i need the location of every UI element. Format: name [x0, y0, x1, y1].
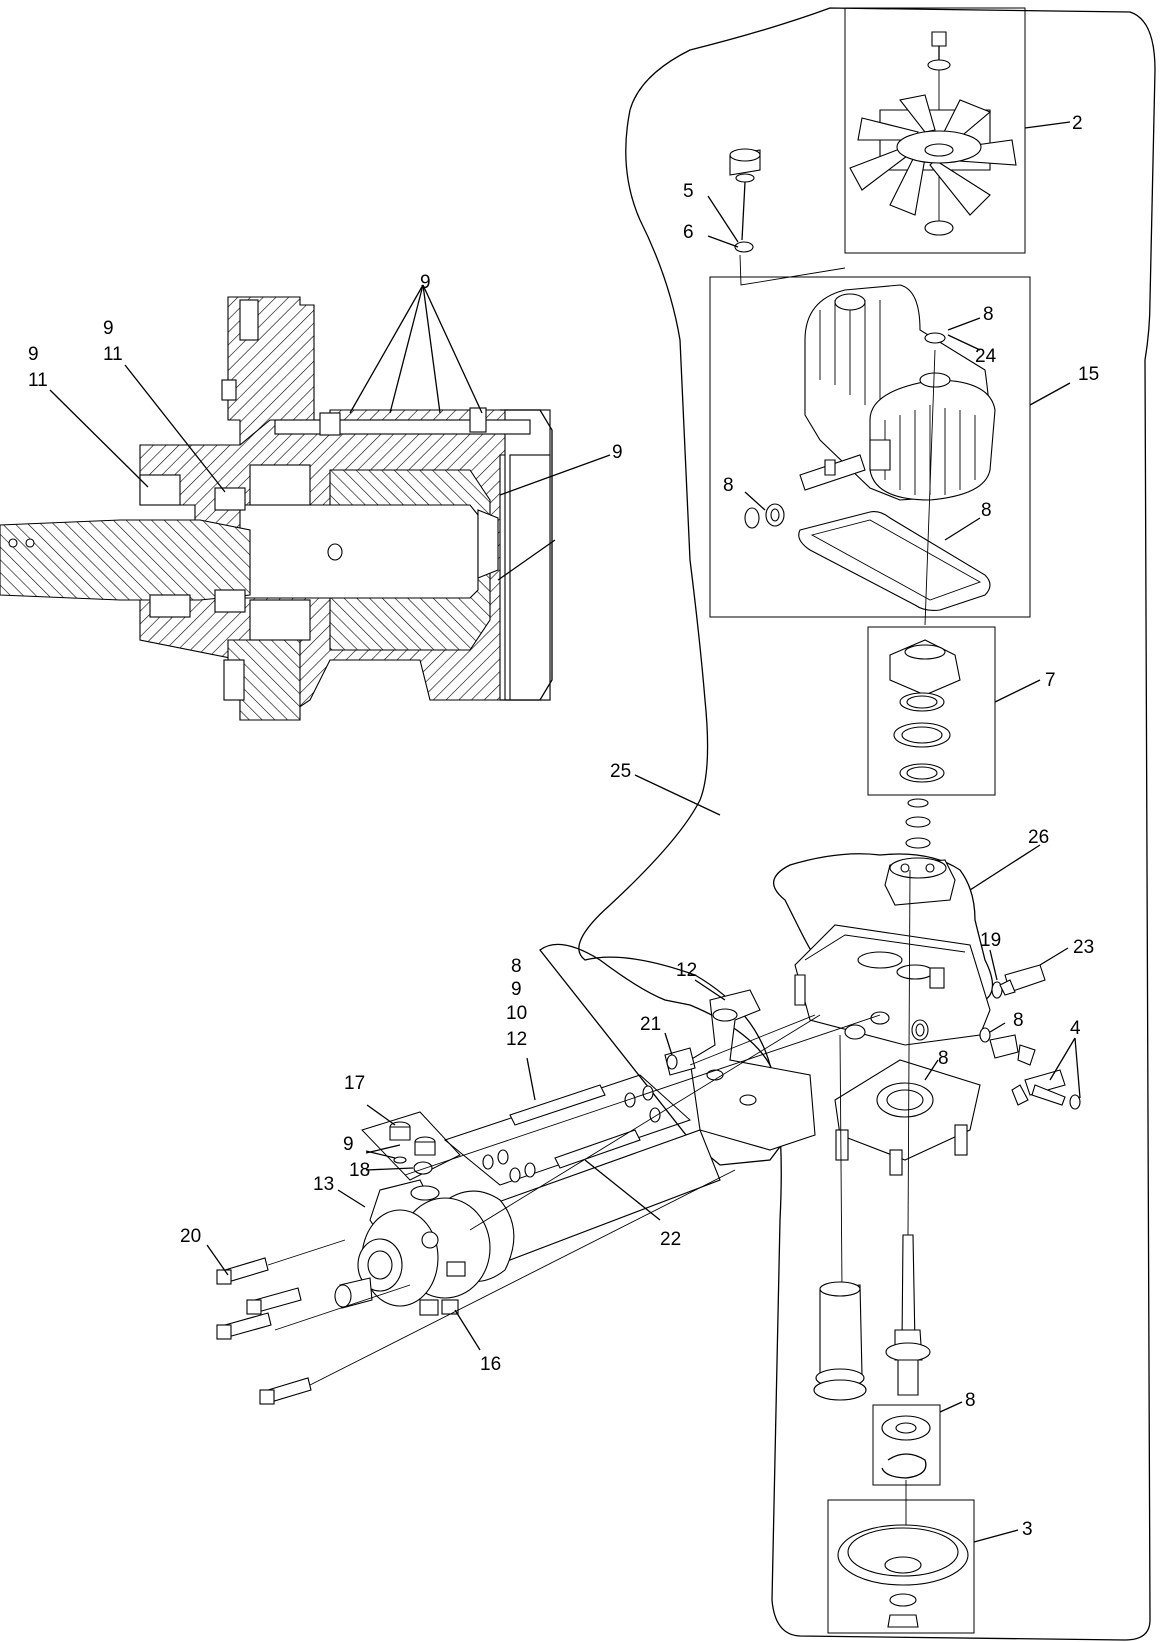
- callout-19: 19: [980, 930, 1001, 951]
- callout-21: 21: [640, 1014, 661, 1035]
- dipstick: [729, 148, 846, 286]
- callout-8: 8: [723, 475, 734, 496]
- callout-7: 7: [1045, 670, 1056, 691]
- housing-box: [709, 276, 1031, 618]
- section-leaders: [49, 284, 611, 581]
- assembly-lines: [404, 1014, 881, 1231]
- callout-20: 20: [180, 1226, 201, 1247]
- input-shaft: [885, 1234, 931, 1396]
- callout-9: 9: [511, 979, 522, 1000]
- check-valve-box: [361, 1111, 461, 1181]
- pulley-box: [827, 1499, 975, 1634]
- section-callout-9: 9: [612, 442, 623, 463]
- fan-box: [844, 7, 1026, 254]
- callout-4: 4: [1070, 1018, 1081, 1039]
- callout-18: 18: [349, 1160, 370, 1181]
- cooling-fan: [849, 31, 1017, 236]
- section-callout-9: 9: [420, 272, 431, 293]
- callout-8: 8: [511, 956, 522, 977]
- callout-2: 2: [1072, 113, 1083, 134]
- bearing-box: [872, 1404, 941, 1486]
- callout-3: 3: [1022, 1519, 1033, 1540]
- callout-10: 10: [506, 1003, 527, 1024]
- assembly-outline-25: [578, 7, 1156, 1641]
- thrust-bearing-stack: [889, 639, 961, 783]
- section-callout-9: 9: [103, 318, 114, 339]
- callout-23: 23: [1073, 937, 1094, 958]
- center-section: [794, 924, 991, 1046]
- callout-8: 8: [965, 1390, 976, 1411]
- control-parts: [979, 964, 1081, 1110]
- drive-pulley: [837, 1480, 969, 1628]
- callout-12: 12: [676, 960, 697, 981]
- filter-cartridge: [813, 1281, 867, 1401]
- mounting-bracket-12: [689, 989, 816, 1151]
- callout-24: 24: [975, 346, 997, 367]
- hydraulic-motor: [334, 1129, 721, 1316]
- bearing-and-snap-ring: [881, 1415, 931, 1479]
- callout-22: 22: [660, 1229, 681, 1250]
- block-box: [867, 626, 996, 796]
- callout-labels: 2 5 6 8 24 15 8 8 7 25 26 19 23 8 4 8 12…: [28, 113, 1099, 1540]
- callout-12: 12: [506, 1029, 527, 1050]
- lower-plate: [834, 869, 981, 1291]
- callout-15: 15: [1078, 364, 1099, 385]
- transmission-section-view: [0, 296, 553, 721]
- callout-16: 16: [480, 1354, 501, 1375]
- section-callout-11: 11: [28, 370, 48, 391]
- cap-screws: [216, 1169, 736, 1405]
- check-valves: [389, 1121, 436, 1175]
- section-callout-11: 11: [103, 344, 123, 365]
- callout-17: 17: [344, 1073, 365, 1094]
- callout-8: 8: [1013, 1010, 1024, 1031]
- callout-6: 6: [683, 222, 694, 243]
- callout-25: 25: [610, 761, 631, 782]
- callout-5: 5: [683, 181, 694, 202]
- callout-9: 9: [343, 1134, 354, 1155]
- valve-spools: [482, 1084, 661, 1183]
- callout-13: 13: [313, 1174, 334, 1195]
- callout-8: 8: [981, 500, 992, 521]
- callout-leaders: [206, 121, 1081, 1543]
- cylinder-block: [884, 857, 956, 906]
- spring-and-retainer: [905, 798, 931, 849]
- section-callout-9: 9: [28, 344, 39, 365]
- valve-21: [664, 1047, 696, 1076]
- upper-housing: [744, 284, 996, 626]
- callout-26: 26: [1028, 827, 1049, 848]
- callout-8: 8: [938, 1048, 949, 1069]
- callout-8: 8: [983, 304, 994, 325]
